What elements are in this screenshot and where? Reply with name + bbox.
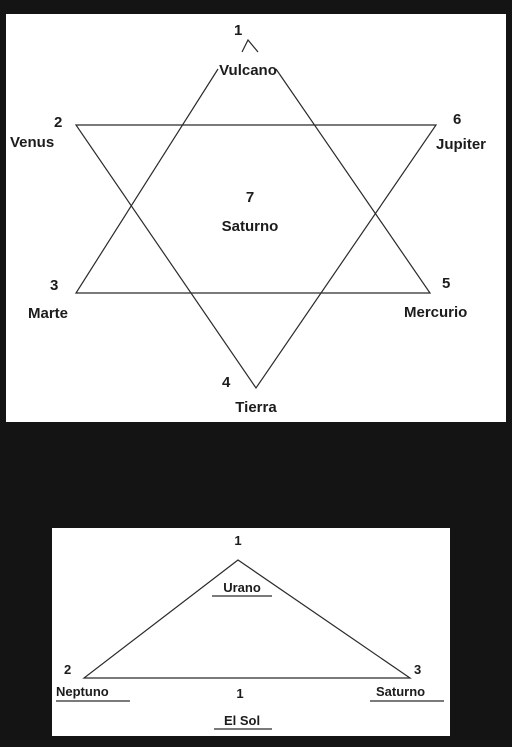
triangle-edge (82, 559, 412, 679)
triangle-center-number: 1 (236, 686, 243, 701)
node-4-number: 4 (222, 374, 231, 391)
triangle-node-1-number: 1 (234, 533, 241, 548)
star-apex-tick (241, 38, 259, 53)
node-3-number: 3 (50, 277, 58, 294)
triangle-diagram: 1 Urano 2 Neptuno 3 Saturno 1 El Sol (56, 533, 444, 730)
star-up-triangle-edge (74, 68, 432, 294)
triangle-node-3-name: Saturno (376, 684, 425, 699)
node-7-name: Saturno (222, 218, 279, 235)
star-diagram-panel: 1 Vulcano 2 Venus 6 Jupiter 7 Saturno 3 … (6, 14, 506, 422)
star-diagram: 1 Vulcano 2 Venus 6 Jupiter 7 Saturno 3 … (10, 22, 486, 416)
triangle-node-3-number: 3 (414, 662, 421, 677)
triangle-node-2-number: 2 (64, 662, 71, 677)
node-4-name: Tierra (235, 399, 277, 416)
triangle-center-name: El Sol (224, 713, 260, 728)
node-2-name: Venus (10, 134, 54, 151)
triangle-diagram-panel: 1 Urano 2 Neptuno 3 Saturno 1 El Sol (52, 528, 450, 736)
node-6-number: 6 (453, 111, 461, 128)
node-1-name: Vulcano (219, 62, 277, 79)
node-2-number: 2 (54, 114, 62, 131)
star-down-triangle-edge (74, 124, 438, 390)
node-6-name: Jupiter (436, 136, 486, 153)
node-5-name: Mercurio (404, 304, 467, 321)
node-7-number: 7 (246, 189, 254, 206)
node-1-number: 1 (234, 22, 242, 39)
node-3-name: Marte (28, 305, 68, 322)
triangle-node-2-name: Neptuno (56, 684, 109, 699)
node-5-number: 5 (442, 275, 450, 292)
triangle-node-1-name: Urano (223, 580, 261, 595)
